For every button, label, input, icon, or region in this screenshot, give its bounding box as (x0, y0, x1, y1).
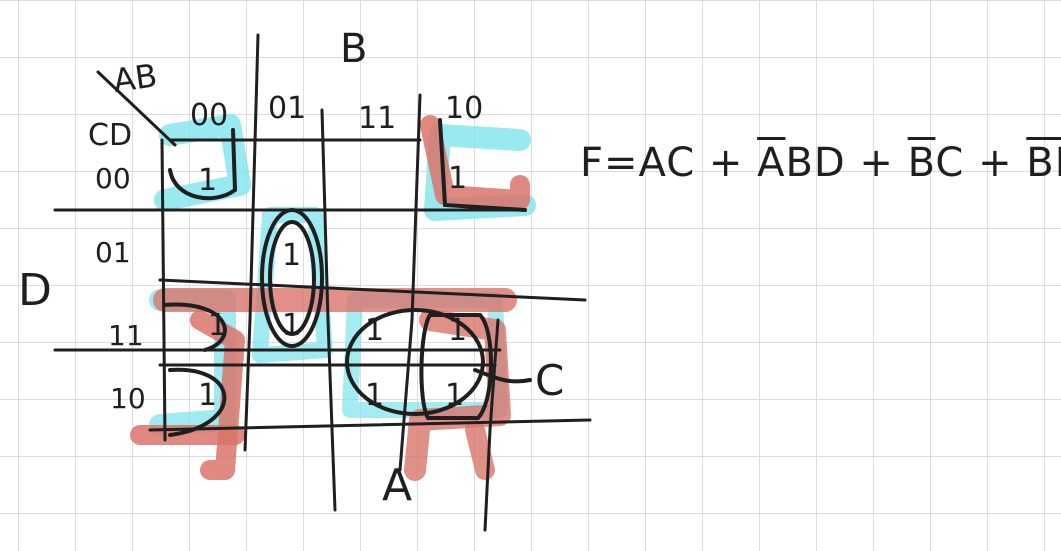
side-label-c: C (535, 356, 564, 405)
row-label-01: 01 (95, 236, 131, 269)
cell-one: 1 (445, 378, 464, 413)
label-col-var: AB (111, 56, 160, 100)
row-label-11: 11 (108, 319, 144, 352)
highlight-red-right-vert (465, 420, 495, 480)
term-bd: BD (785, 140, 846, 186)
loop-center (260, 208, 324, 348)
plus-sign: + (859, 140, 894, 186)
side-label-d: D (18, 265, 52, 316)
pointer-c (473, 368, 532, 384)
plus-sign: + (978, 140, 1013, 186)
grid-vline-0 (160, 138, 167, 442)
row-label-00: 00 (95, 162, 131, 195)
equation-lhs: F (580, 140, 605, 186)
side-label-a: A (382, 460, 412, 511)
loop-right-rect (419, 313, 493, 420)
cell-one: 1 (448, 313, 467, 348)
grid-vline-1 (243, 33, 260, 452)
label-row-var: CD (88, 118, 132, 153)
term-bd-bar: BD (1026, 140, 1061, 186)
loop-topright (438, 118, 527, 212)
cell-one: 1 (365, 313, 384, 348)
grid-vline-2 (320, 108, 337, 512)
kmap-cells: 1 1 1 1 1 1 1 1 1 1 (198, 161, 467, 413)
highlight-red-leftdown (190, 310, 245, 480)
cell-one: 1 (448, 161, 467, 196)
highlights (130, 114, 536, 481)
grid-vline-3 (398, 93, 422, 472)
col-label-01: 01 (268, 91, 306, 126)
cell-one: 1 (282, 308, 301, 343)
cell-one: 1 (198, 378, 217, 413)
col-label-11: 11 (358, 101, 396, 136)
term-c: C (935, 140, 965, 186)
plus-sign: + (708, 140, 744, 186)
cell-one: 1 (282, 238, 301, 273)
grid-hline-5 (148, 418, 592, 432)
highlight-red-right-block (404, 309, 511, 481)
loop-center-inner (268, 220, 316, 336)
side-label-b: B (340, 26, 367, 72)
kmap-labels: AB CD 00 01 11 10 00 01 11 10 B D C A (18, 26, 564, 511)
row-label-10: 10 (110, 382, 146, 415)
cell-one: 1 (365, 378, 384, 413)
grid-hline-2 (158, 278, 587, 302)
cell-one: 1 (208, 308, 227, 343)
col-label-00: 00 (190, 98, 228, 133)
highlight-red-topright (420, 115, 530, 210)
group-loops (163, 118, 532, 437)
term-a-bar: A (757, 140, 786, 186)
cell-one: 1 (198, 163, 217, 198)
equation-equals: = (604, 140, 639, 186)
loop-left-10 (168, 367, 227, 437)
loop-topleft (168, 128, 238, 201)
col-label-10: 10 (445, 91, 483, 126)
term-ac: AC (638, 140, 696, 186)
grid-vline-4 (483, 318, 500, 532)
grid-diagonal (96, 70, 177, 147)
boolean-equation: F=AC + ABD + BC + BD (580, 140, 1061, 200)
loop-left-11 (163, 302, 227, 352)
loop-bottomright (345, 308, 485, 416)
term-b-bar: B (907, 140, 936, 186)
